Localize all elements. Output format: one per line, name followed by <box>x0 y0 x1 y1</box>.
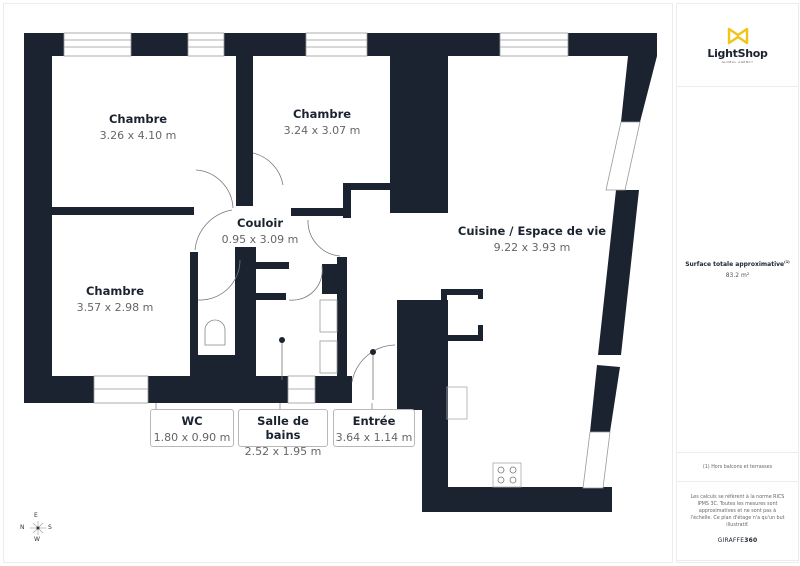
room-name: WC <box>181 414 203 428</box>
room-name: Couloir <box>237 216 283 230</box>
compass-south: S <box>48 524 52 531</box>
room-dims: 9.22 x 3.93 m <box>493 241 571 254</box>
room-label-bedroom-1: Chambre 3.26 x 4.10 m <box>100 112 177 142</box>
compass-star-icon <box>30 521 46 535</box>
info-sidebar: LightShop GLOBAL AGENCY Surface totale a… <box>676 3 799 563</box>
room-dims: 3.64 x 1.14 m <box>335 431 413 444</box>
room-name: Chambre <box>85 284 145 298</box>
room-dims: 2.52 x 1.95 m <box>244 445 322 458</box>
room-dims: 3.24 x 3.07 m <box>283 124 361 137</box>
room-name: Chambre <box>292 107 352 121</box>
room-name: Salle de bains <box>257 414 309 442</box>
room-dims: 3.26 x 4.10 m <box>99 129 177 142</box>
disclaimer-section: Les calculs se réfèrent à la norme RICS … <box>677 482 798 561</box>
compass-rose: E N S W <box>20 512 54 552</box>
room-label-bedroom-3: Chambre 3.57 x 2.98 m <box>77 284 154 314</box>
room-label-bathroom: Salle de bains 2.52 x 1.95 m <box>238 409 328 458</box>
disclaimer-text: Les calculs se réfèrent à la norme RICS … <box>690 495 785 528</box>
compass-west: W <box>34 536 40 543</box>
brand-logo: LightShop GLOBAL AGENCY <box>677 4 798 87</box>
room-dims: 3.57 x 2.98 m <box>76 301 154 314</box>
room-label-bedroom-2: Chambre 3.24 x 3.07 m <box>284 107 361 137</box>
room-label-kitchen-living: Cuisine / Espace de vie 9.22 x 3.93 m <box>458 224 606 254</box>
surface-title: Surface totale approximative(1) <box>685 260 790 268</box>
bowtie-logo-icon <box>727 27 748 44</box>
room-label-hallway: Couloir 0.95 x 3.09 m <box>222 216 299 246</box>
provider-logo: GIRAFFE360 <box>717 537 758 544</box>
footnote: (1) Hors balcons et terrasses <box>677 453 798 482</box>
compass-east: E <box>34 512 38 519</box>
room-name: Cuisine / Espace de vie <box>457 224 607 238</box>
room-dims: 1.80 x 0.90 m <box>153 431 231 444</box>
brand-tagline: GLOBAL AGENCY <box>721 59 754 64</box>
room-name: Entrée <box>352 414 396 428</box>
room-label-entrance: Entrée 3.64 x 1.14 m <box>333 409 415 447</box>
room-name: Chambre <box>108 112 168 126</box>
surface-summary: Surface totale approximative(1) 83.2 m² <box>677 87 798 453</box>
surface-value: 83.2 m² <box>725 272 750 279</box>
room-label-wc: WC 1.80 x 0.90 m <box>150 409 234 447</box>
brand-name: LightShop <box>707 46 768 60</box>
compass-north: N <box>20 524 25 531</box>
room-dims: 0.95 x 3.09 m <box>221 233 299 246</box>
